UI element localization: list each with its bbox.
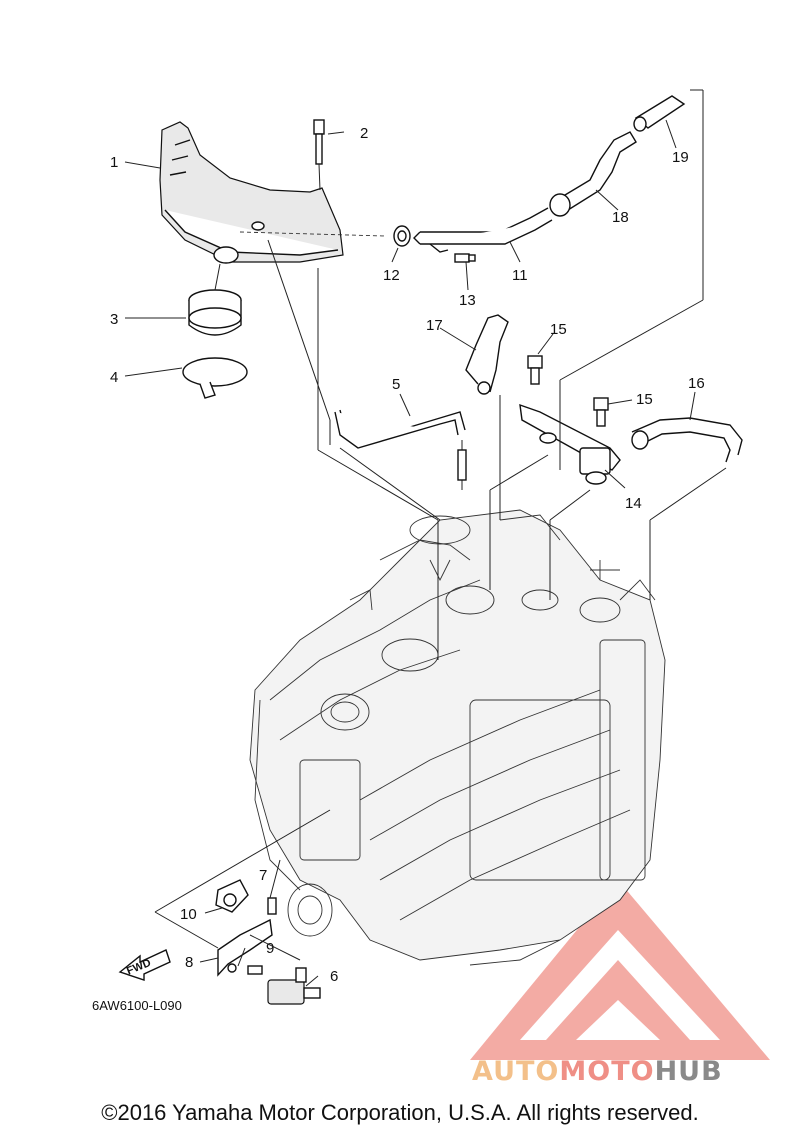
diagram-code: 6AW6100-L090	[92, 998, 182, 1013]
part-4-band	[182, 357, 248, 399]
part-15-bolt-b	[593, 397, 609, 427]
engine-block	[249, 509, 666, 966]
watermark-part-moto: MOTO	[559, 1056, 655, 1087]
part-1-silencer-cover	[159, 121, 386, 264]
part-number-19: 19	[672, 149, 689, 166]
part-18-hose	[549, 131, 637, 217]
copyright-notice: ©2016 Yamaha Motor Corporation, U.S.A. A…	[101, 1100, 699, 1125]
watermark-brand-text: AUTOMOTOHUB	[472, 1056, 723, 1087]
part-number-5: 5	[392, 376, 400, 393]
part-number-4: 4	[110, 369, 118, 386]
part-14-joint	[519, 403, 621, 485]
part-number-7: 7	[259, 867, 267, 884]
part-number-2: 2	[360, 125, 368, 142]
part-number-15b: 15	[636, 391, 653, 408]
part-number-17: 17	[426, 317, 443, 334]
part-number-15a: 15	[550, 321, 567, 338]
bracket-assembly	[215, 879, 277, 977]
fwd-arrow: FWD	[118, 949, 171, 981]
part-3-grommet	[188, 289, 242, 336]
watermark-part-auto: AUTO	[472, 1056, 560, 1087]
part-2-bolt	[313, 119, 325, 191]
part-number-3: 3	[110, 311, 118, 328]
part-number-6: 6	[330, 968, 338, 985]
part-number-11: 11	[512, 267, 528, 284]
part-number-10: 10	[180, 906, 197, 923]
part-number-1: 1	[110, 154, 118, 171]
automotohub-logo	[470, 880, 770, 1060]
part-number-16: 16	[688, 375, 705, 392]
part-number-9: 9	[266, 940, 274, 957]
part-16-hose	[631, 417, 743, 463]
part-number-8: 8	[185, 954, 193, 971]
part-number-12: 12	[383, 267, 400, 284]
part-number-18: 18	[612, 209, 629, 226]
part-12-grommet	[393, 225, 411, 247]
part-17-hose	[465, 314, 509, 395]
part-number-13: 13	[459, 292, 476, 309]
part-15-bolt-a	[527, 355, 543, 385]
part-11-hose	[413, 207, 553, 253]
leader-lines	[124, 89, 727, 987]
watermark-part-hub: HUB	[654, 1056, 723, 1087]
part-13-screw	[454, 253, 476, 263]
part-number-14: 14	[625, 495, 642, 512]
part-6-sensor	[267, 967, 321, 1005]
part-19-hose	[633, 95, 686, 132]
part-5-hose	[334, 409, 467, 490]
